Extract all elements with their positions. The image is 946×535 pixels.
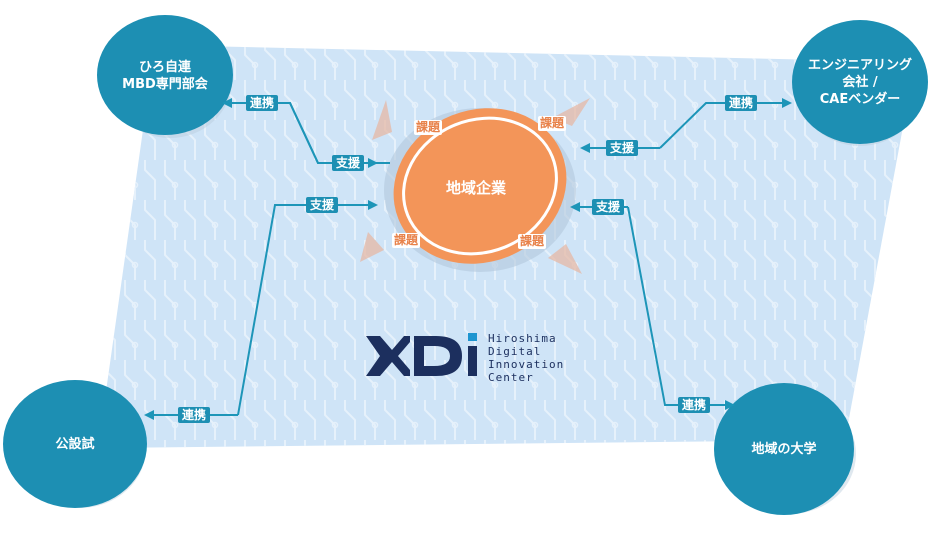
partner-public: 公設試 [5, 436, 145, 453]
partner-eng-line-1: エンジニアリング [807, 58, 912, 73]
partner-univ-line-1: 地域の大学 [751, 442, 817, 457]
issue-label-top-right: 課題 [538, 116, 567, 131]
partner-hiro: ひろ自連 MBD専門部会 [98, 59, 232, 93]
tag-shien-eng: 支援 [606, 140, 639, 156]
partner-public-line-1: 公設試 [55, 437, 95, 452]
issue-label-bottom-left: 課題 [392, 233, 421, 248]
logo-line-3: Innovation [488, 358, 565, 371]
logo-line-1: Hiroshima [488, 332, 557, 345]
logo-line-4: Center [488, 371, 534, 384]
tag-renkei-univ: 連携 [678, 397, 711, 413]
tag-renkei-eng: 連携 [725, 95, 758, 111]
tag-shien-hiro: 支援 [332, 155, 365, 171]
center-node [384, 108, 576, 272]
partner-circles [3, 15, 928, 515]
partner-engineering: エンジニアリング 会社 / CAEベンダー [792, 57, 928, 108]
tag-shien-univ: 支援 [592, 199, 625, 215]
tag-renkei-public: 連携 [178, 407, 211, 423]
tag-shien-public: 支援 [306, 197, 339, 213]
partner-university: 地域の大学 [714, 441, 854, 458]
partner-eng-line-2: 会社 / [842, 75, 878, 90]
hdi-logo-text: Hiroshima Digital Innovation Center [488, 332, 564, 384]
issue-label-top-left: 課題 [414, 120, 443, 135]
logo-line-2: Digital [488, 345, 542, 358]
partner-hiro-line-2: MBD専門部会 [122, 77, 208, 92]
partner-eng-line-3: CAEベンダー [819, 92, 901, 107]
center-label: 地域企業 [446, 179, 507, 197]
partner-hiro-line-1: ひろ自連 [138, 60, 191, 75]
hdi-logo-mark [366, 333, 477, 376]
issue-label-bottom-right: 課題 [518, 234, 547, 249]
tag-renkei-hiro: 連携 [246, 95, 279, 111]
